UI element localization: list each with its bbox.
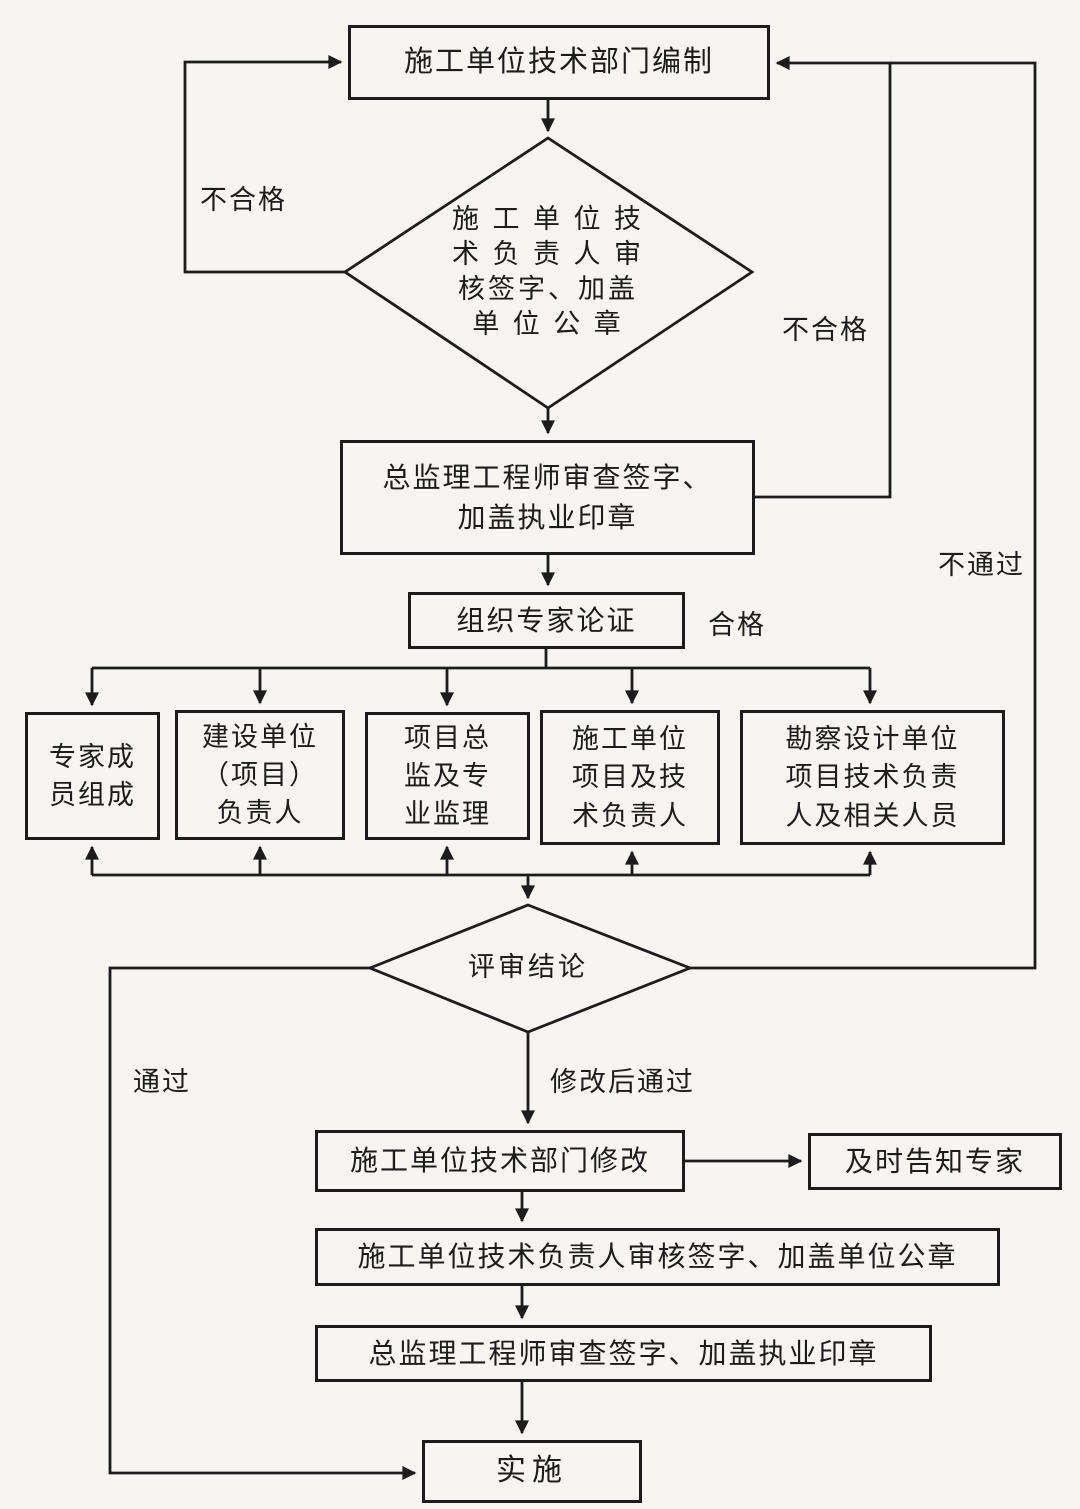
node-chief-engineer-review: 总监理工程师审查签字、 加盖执业印章 xyxy=(340,440,755,555)
node-contractor-leaders: 施工单位 项目及技 术负责人 xyxy=(540,710,720,845)
node-chief-engineer-sign: 总监理工程师审查签字、加盖执业印章 xyxy=(315,1325,932,1382)
edge-label-qualified: 合格 xyxy=(708,610,766,640)
edge-chief-review-fail-loop xyxy=(755,56,892,499)
node-revise: 施工单位技术部门修改 xyxy=(315,1130,685,1192)
node-compile: 施工单位技术部门编制 xyxy=(348,25,770,100)
edge-label-pass: 通过 xyxy=(133,1067,191,1097)
node-implement: 实施 xyxy=(422,1440,642,1503)
node-organize-expert-review: 组织专家论证 xyxy=(408,592,685,649)
edge-label-pass-after-revision: 修改后通过 xyxy=(550,1067,695,1097)
edge-label-not-pass: 不通过 xyxy=(938,550,1025,580)
node-project-supervisors: 项目总 监及专 业监理 xyxy=(365,712,530,840)
node-tech-review-diamond-label: 施 工 单 位 技 术 负 责 人 审 核签字、加盖 单 位 公 章 xyxy=(451,203,644,340)
node-expert-members: 专家成 员组成 xyxy=(25,712,160,840)
node-notify-experts: 及时告知专家 xyxy=(808,1133,1062,1190)
node-review-conclusion-diamond-label: 评审结论 xyxy=(468,952,588,983)
edge-organize-fanout-trunk xyxy=(92,649,870,670)
node-client-project-leader: 建设单位 （项目） 负责人 xyxy=(175,710,345,840)
edge-label-fail-left: 不合格 xyxy=(200,185,287,215)
edge-label-fail-right: 不合格 xyxy=(782,315,869,345)
node-tech-leader-sign: 施工单位技术负责人审核签字、加盖单位公章 xyxy=(315,1228,1000,1286)
edge-tech-review-fail-loop xyxy=(183,55,345,274)
edge-conclusion-pass-to-implement xyxy=(108,966,417,1480)
edge-review-conclusion-not-pass-loop xyxy=(690,61,1037,970)
node-survey-design-leaders: 勘察设计单位 项目技术负责 人及相关人员 xyxy=(740,710,1005,845)
